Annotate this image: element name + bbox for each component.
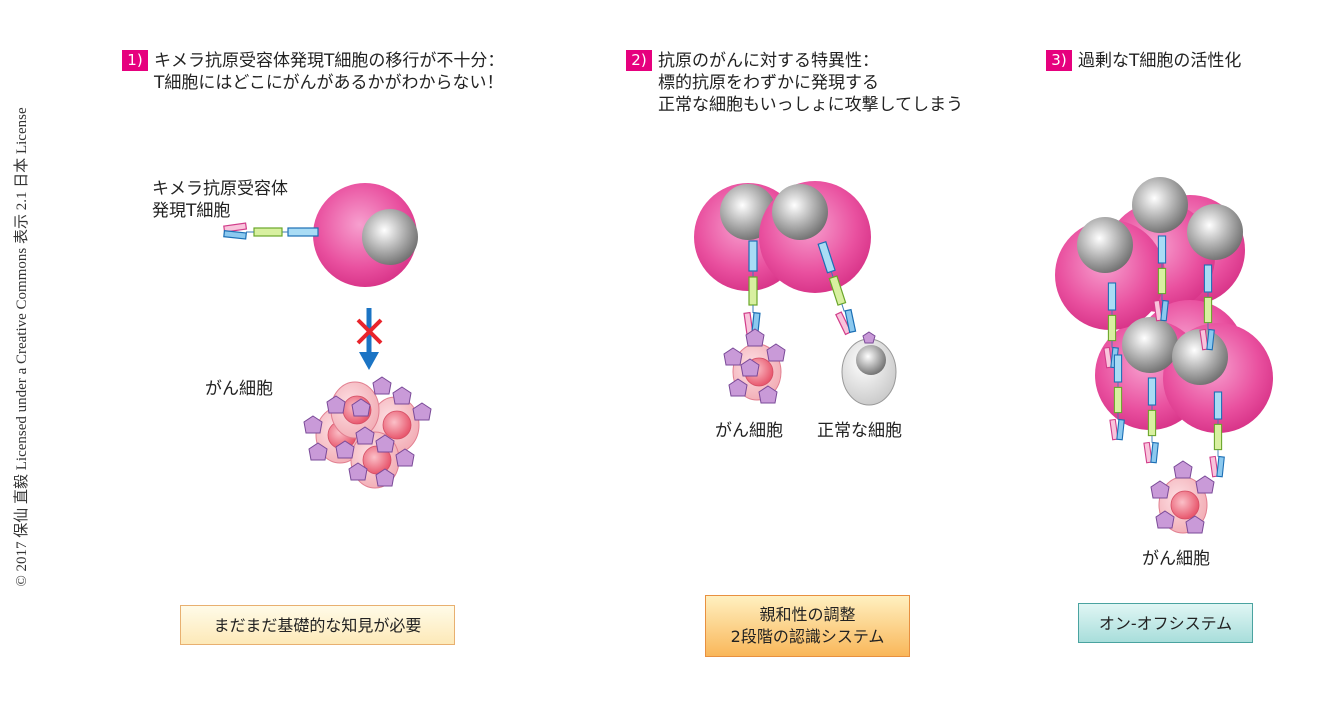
panel1-cancer-cluster	[303, 376, 432, 489]
panel2-solution-line1: 親和性の調整	[759, 605, 856, 624]
panel2-heading-line2: 標的抗原をわずかに発現する	[658, 73, 879, 93]
panel1-car-t-cell	[223, 183, 418, 287]
panel2-normal-cell	[841, 331, 897, 406]
panel1-heading: 1) キメラ抗原受容体発現T細胞の移行が不十分： T細胞にはどこにがんがあるかがわ…	[122, 50, 504, 94]
panel1-cancer-label: がん細胞	[205, 379, 273, 399]
panel2-tcell-right	[759, 181, 871, 336]
panel1-receptor	[223, 222, 319, 240]
panel3-tcell-cluster	[1055, 177, 1273, 478]
car-t-label-line1: キメラ抗原受容体	[152, 179, 288, 199]
copyright-notice: © 2017 保仙 直毅 Licensed under a Creative C…	[14, 107, 30, 587]
panel2-heading-line1: 抗原のがんに対する特異性：	[658, 51, 879, 71]
panel3-cancer-cell	[1150, 460, 1215, 534]
car-t-label-line2: 発現T細胞	[152, 201, 231, 221]
panel2-number-badge: 2)	[626, 50, 652, 71]
panel3-heading-line1: 過剰なT細胞の活性化	[1078, 51, 1242, 71]
panel2-solution-box: 親和性の調整 2段階の認識システム	[705, 595, 910, 657]
cross-icon	[356, 318, 383, 345]
panel3-number-badge: 3)	[1046, 50, 1072, 71]
panel1-solution-box: まだまだ基礎的な知見が必要	[180, 605, 455, 645]
panel2-cancer-cell	[723, 328, 786, 404]
panel1-solution-line1: まだまだ基礎的な知見が必要	[213, 616, 422, 635]
panel1-number-badge: 1)	[122, 50, 148, 71]
panel3-solution-box: オン-オフシステム	[1078, 603, 1253, 643]
panel1-heading-line2: T細胞にはどこにがんがあるかがわからない！	[154, 73, 504, 93]
panel1-car-t-label: キメラ抗原受容体 発現T細胞	[152, 178, 288, 222]
panel1-heading-line1: キメラ抗原受容体発現T細胞の移行が不十分：	[154, 51, 505, 71]
panel2-cancer-label: がん細胞	[715, 421, 783, 441]
panel2-heading-line3: 正常な細胞もいっしょに攻撃してしまう	[658, 95, 964, 115]
panel3-solution-line1: オン-オフシステム	[1098, 614, 1233, 633]
panel2-normal-label: 正常な細胞	[817, 421, 902, 441]
panel3-cancer-label: がん細胞	[1142, 549, 1210, 569]
panel2-heading: 2) 抗原のがんに対する特異性： 標的抗原をわずかに発現する 正常な細胞もいっしょ…	[626, 50, 963, 116]
panel2-solution-line2: 2段階の認識システム	[730, 627, 885, 646]
panel3-heading: 3) 過剰なT細胞の活性化	[1046, 50, 1241, 72]
